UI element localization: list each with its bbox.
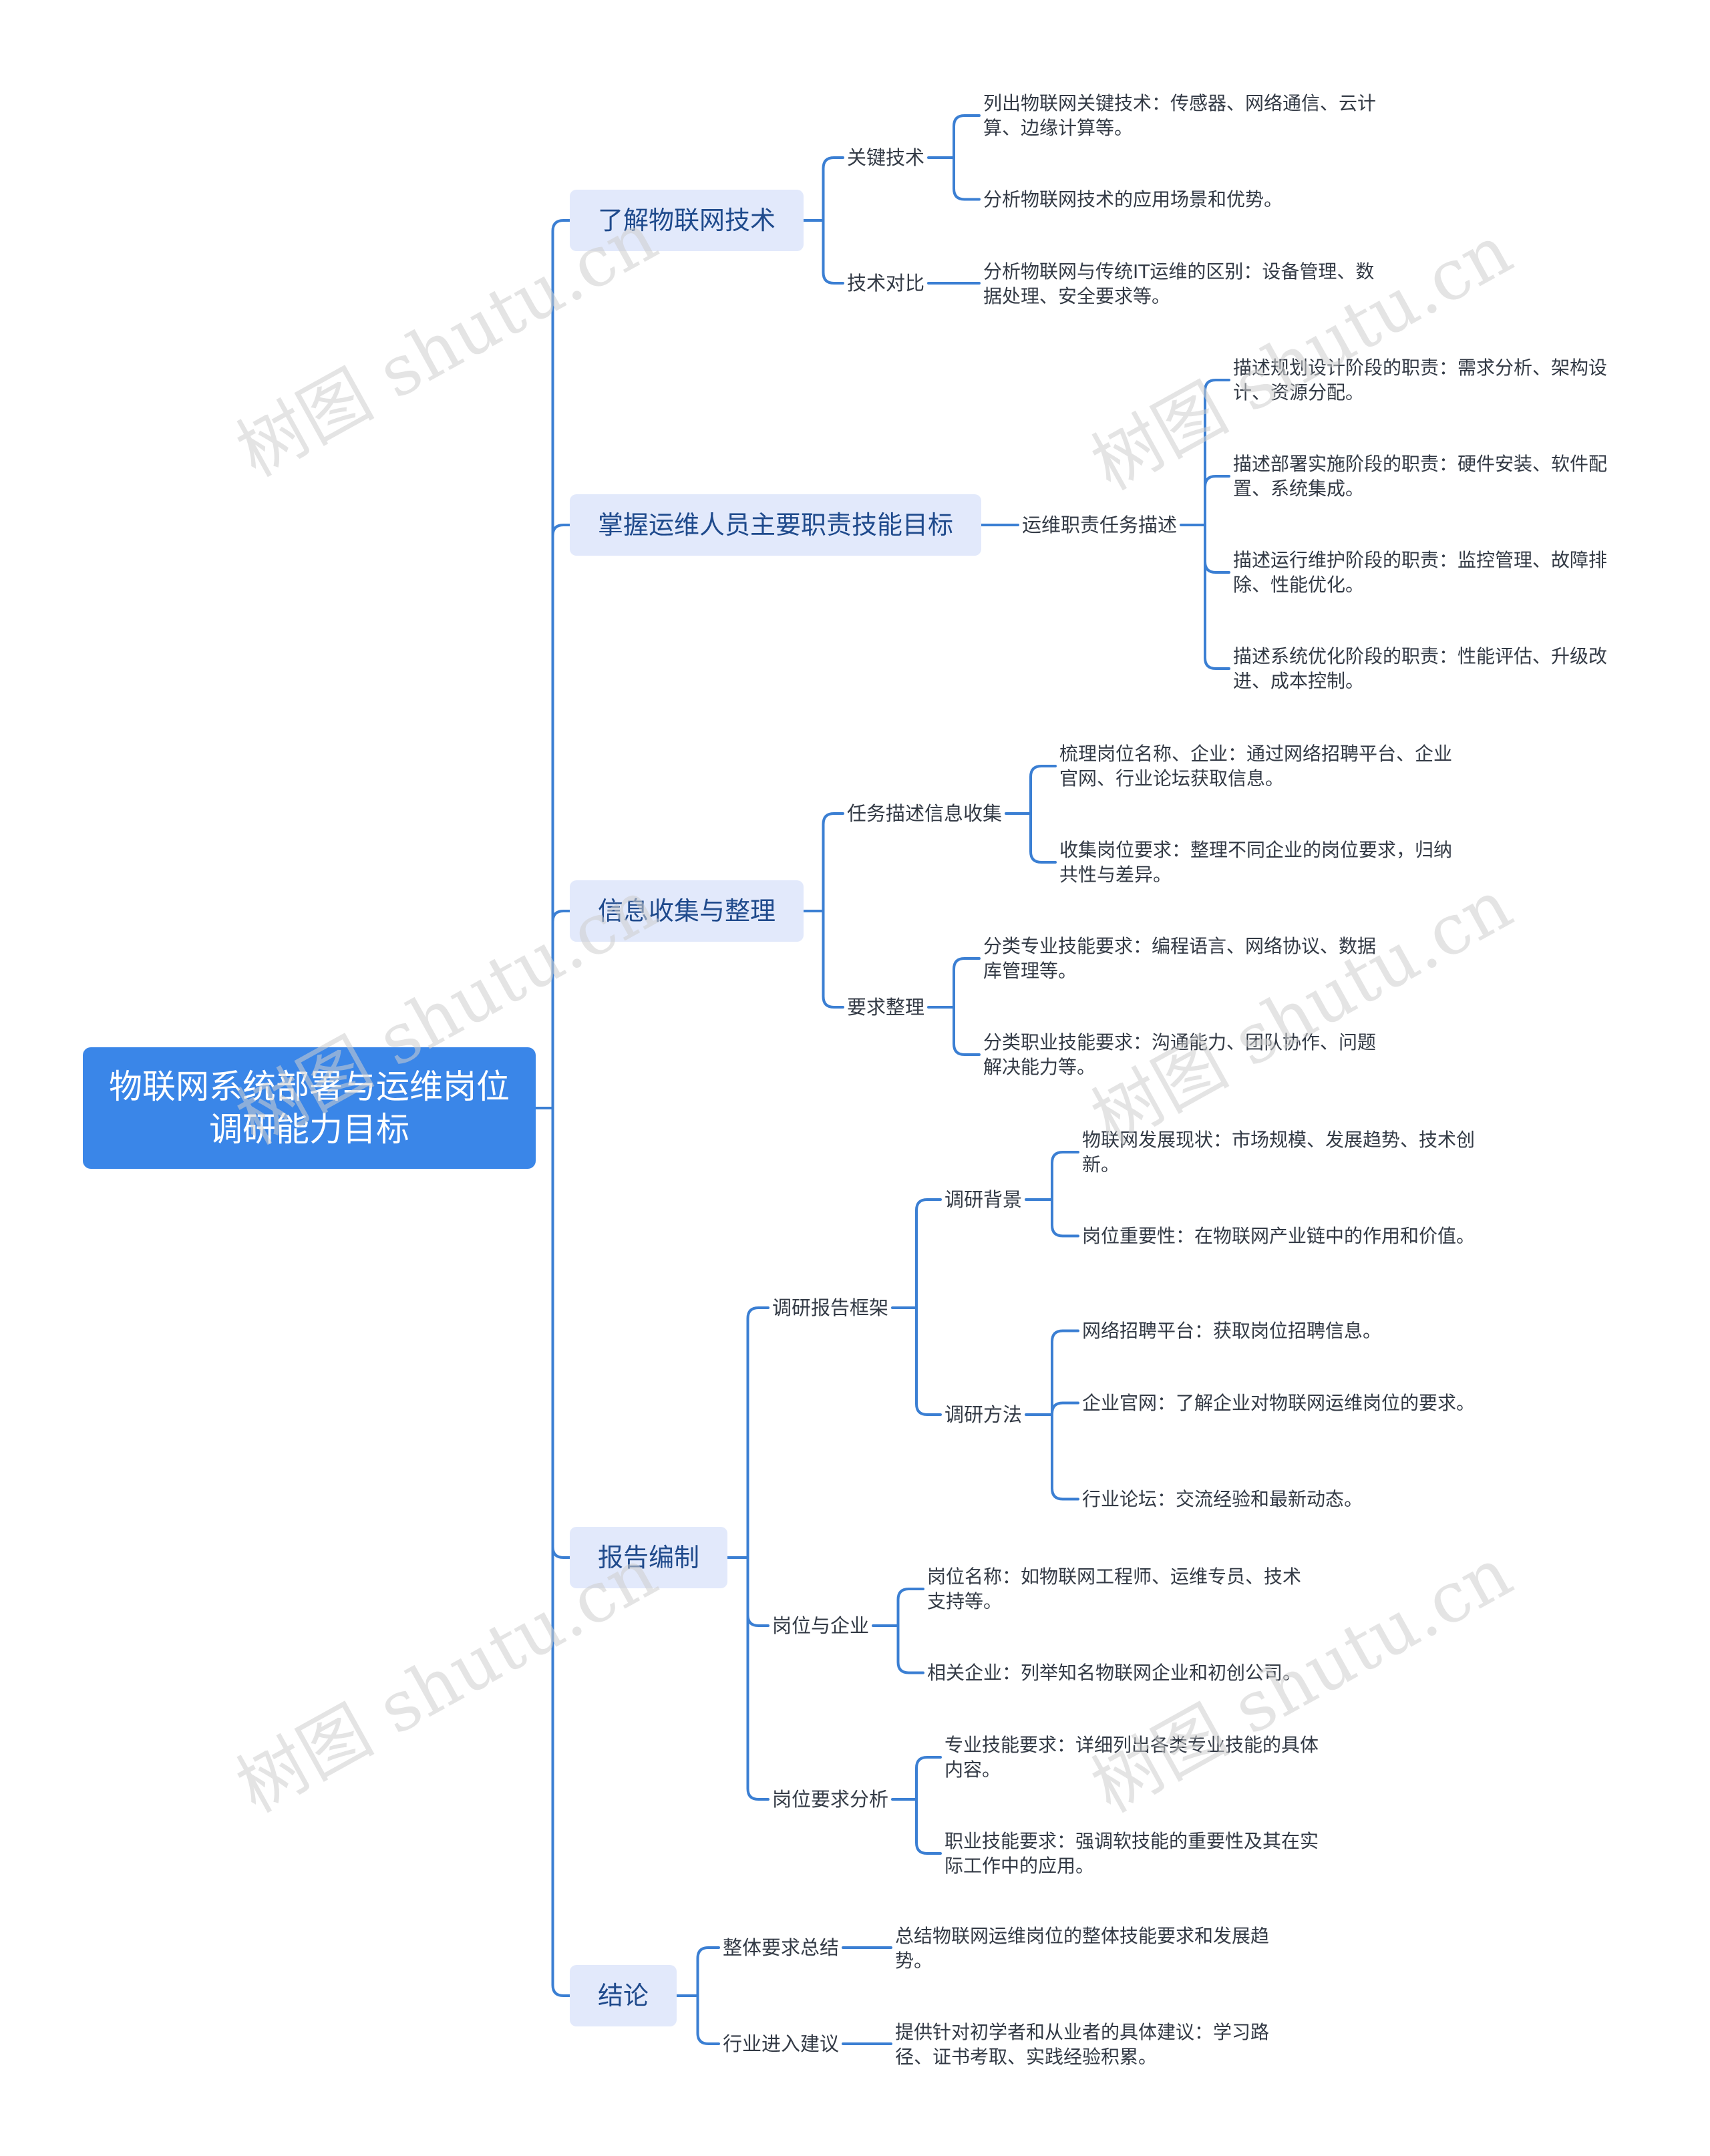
subtopic[interactable]: 岗位要求分析 — [772, 1788, 889, 1811]
root-topic[interactable]: 物联网系统部署与运维岗位调研能力目标 — [83, 1047, 536, 1169]
leaf-topic[interactable]: 企业官网：了解企业对物联网运维岗位的要求。 — [1082, 1392, 1476, 1414]
connector-line — [1204, 379, 1230, 526]
leaf-topic[interactable]: 提供针对初学者和从业者的具体建议：学习路径、证书考取、实践经验积累。 — [895, 2021, 1270, 2068]
connector-line — [696, 1946, 720, 1997]
subtopic[interactable]: 运维职责任务描述 — [1022, 514, 1178, 536]
connector-line — [1051, 1413, 1079, 1501]
branch-topic[interactable]: 报告编制 — [570, 1527, 728, 1588]
connector-line — [1204, 475, 1230, 526]
connector-line — [1204, 524, 1230, 574]
leaf-topic[interactable]: 分析物联网技术的应用场景和优势。 — [983, 188, 1283, 210]
leaf-topic[interactable]: 职业技能要求：强调软技能的重要性及其在实际工作中的应用。 — [945, 1830, 1319, 1877]
leaf-topic[interactable]: 岗位重要性：在物联网产业链中的作用和价值。 — [1082, 1225, 1476, 1247]
leaf-topic[interactable]: 列出物联网关键技术：传感器、网络通信、云计算、边缘计算等。 — [983, 92, 1377, 139]
connector-line — [551, 1107, 571, 1997]
subtopic[interactable]: 任务描述信息收集 — [847, 802, 1003, 825]
leaf-topic[interactable]: 相关企业：列举知名物联网企业和初创公司。 — [927, 1662, 1302, 1684]
branch-topic[interactable]: 结论 — [570, 1965, 677, 2026]
subtopic[interactable]: 调研方法 — [945, 1403, 1023, 1426]
leaf-topic[interactable]: 岗位名称：如物联网工程师、运维专员、技术支持等。 — [927, 1566, 1302, 1612]
connector-line — [1204, 524, 1230, 670]
leaf-topic[interactable]: 分类专业技能要求：编程语言、网络协议、数据库管理等。 — [983, 935, 1377, 982]
connector-line — [551, 524, 571, 1109]
connector-line — [822, 910, 844, 1009]
subtopic[interactable]: 关键技术 — [847, 146, 925, 169]
connector-line — [953, 156, 981, 201]
connector-line — [953, 114, 981, 159]
connector-line — [896, 1588, 924, 1627]
connector-line — [696, 1994, 720, 2045]
subtopic[interactable]: 要求整理 — [847, 996, 925, 1019]
leaf-topic[interactable]: 收集岗位要求：整理不同企业的岗位要求，归纳共性与差异。 — [1059, 839, 1453, 886]
connector-line — [551, 219, 571, 1109]
connector-line — [953, 1006, 981, 1056]
connector-line — [1051, 1151, 1079, 1201]
leaf-topic[interactable]: 分类职业技能要求：沟通能力、团队协作、问题解决能力等。 — [983, 1031, 1377, 1078]
connector-line — [915, 1756, 942, 1801]
subtopic[interactable]: 调研报告框架 — [772, 1296, 889, 1319]
connector-line — [551, 1107, 571, 1559]
leaf-topic[interactable]: 分析物联网与传统IT运维的区别：设备管理、数据处理、安全要求等。 — [983, 260, 1375, 307]
connector-line — [915, 1306, 942, 1416]
subtopic[interactable]: 调研背景 — [945, 1188, 1023, 1211]
leaf-topic[interactable]: 网络招聘平台：获取岗位招聘信息。 — [1082, 1320, 1382, 1342]
leaf-topic[interactable]: 总结物联网运维岗位的整体技能要求和发展趋势。 — [895, 1925, 1270, 1972]
connector-line — [822, 219, 844, 285]
connector-line — [1051, 1198, 1079, 1238]
connector-line — [746, 1556, 770, 1627]
leaf-topic[interactable]: 描述部署实施阶段的职责：硬件安装、软件配置、系统集成。 — [1233, 453, 1608, 500]
connector-line — [822, 812, 844, 912]
leaf-topic[interactable]: 专业技能要求：详细列出各类专业技能的具体内容。 — [945, 1734, 1319, 1781]
connector-line — [746, 1306, 770, 1559]
leaf-topic[interactable]: 描述系统优化阶段的职责：性能评估、升级改进、成本控制。 — [1233, 645, 1608, 692]
connector-line — [953, 957, 981, 1009]
branch-topic[interactable]: 了解物联网技术 — [570, 190, 804, 251]
leaf-topic[interactable]: 描述规划设计阶段的职责：需求分析、架构设计、资源分配。 — [1233, 357, 1608, 403]
connector-line — [1029, 765, 1057, 815]
subtopic[interactable]: 行业进入建议 — [723, 2032, 840, 2055]
branch-topic[interactable]: 信息收集与整理 — [570, 880, 804, 942]
subtopic[interactable]: 岗位与企业 — [772, 1614, 870, 1637]
leaf-topic[interactable]: 描述运行维护阶段的职责：监控管理、故障排除、性能优化。 — [1233, 549, 1608, 596]
leaf-topic[interactable]: 物联网发展现状：市场规模、发展趋势、技术创新。 — [1082, 1129, 1476, 1176]
leaf-topic[interactable]: 行业论坛：交流经验和最新动态。 — [1082, 1488, 1363, 1510]
connector-line — [551, 910, 571, 1109]
subtopic[interactable]: 技术对比 — [847, 272, 925, 295]
leaf-topic[interactable]: 梳理岗位名称、企业：通过网络招聘平台、企业官网、行业论坛获取信息。 — [1059, 743, 1453, 789]
subtopic[interactable]: 整体要求总结 — [723, 1936, 840, 1959]
connector-line — [1051, 1401, 1079, 1416]
connector-line — [896, 1624, 924, 1674]
branch-topic[interactable]: 掌握运维人员主要职责技能目标 — [570, 494, 982, 556]
connector-line — [1029, 812, 1057, 864]
connector-line — [746, 1556, 770, 1801]
connector-line — [915, 1198, 942, 1309]
connector-line — [1051, 1329, 1079, 1416]
connector-line — [822, 156, 844, 222]
connector-line — [915, 1798, 942, 1855]
